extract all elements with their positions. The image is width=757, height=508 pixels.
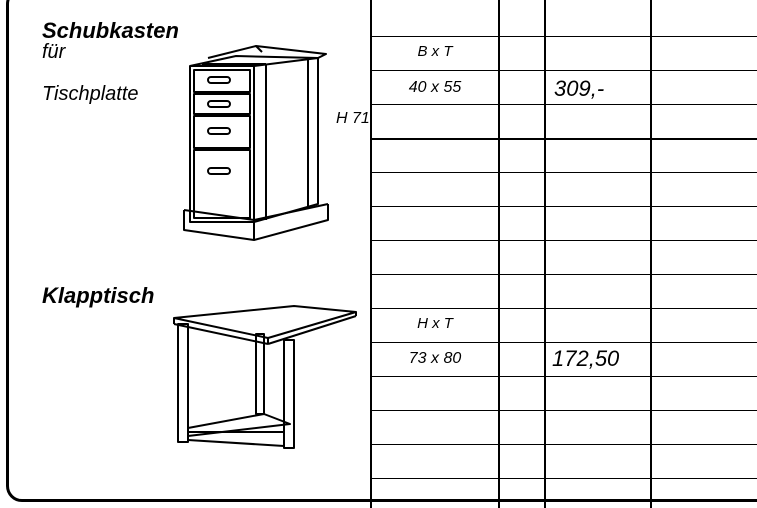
item-subtitle: für bbox=[42, 41, 66, 63]
table-column-divider bbox=[544, 0, 546, 508]
table-column-divider bbox=[370, 0, 372, 508]
dimension-value: 73 x 80 bbox=[408, 350, 462, 367]
folding-table-icon bbox=[173, 305, 357, 449]
item-title-klapptisch: Klapptisch bbox=[42, 283, 155, 308]
item-title-schubkasten: Schubkasten bbox=[42, 18, 179, 43]
price-cell: 309,- bbox=[554, 76, 605, 101]
item-subtitle: Tischplatte bbox=[42, 83, 139, 105]
price-cell: 172,50 bbox=[552, 346, 620, 371]
page-frame bbox=[6, 0, 757, 502]
dimension-header: H x T bbox=[417, 315, 453, 332]
dimension-value: 40 x 55 bbox=[408, 79, 462, 96]
table-column-divider bbox=[650, 0, 652, 508]
height-label: H 71 bbox=[336, 110, 370, 127]
drawer-cabinet-icon bbox=[183, 45, 329, 241]
table-column-divider bbox=[498, 0, 500, 508]
dimension-header: B x T bbox=[417, 43, 453, 60]
